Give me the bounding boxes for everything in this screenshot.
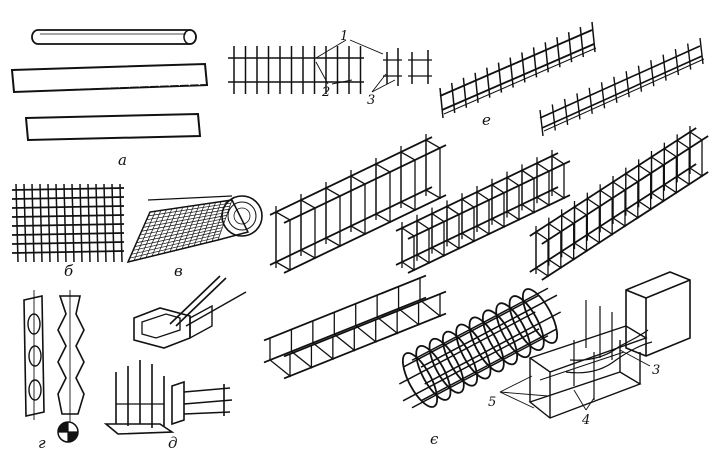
periodic-profile-bar-2 [24,112,202,142]
label-a: а [118,151,127,169]
label-v: в [174,262,183,280]
panel-ye-cylindrical-cage: є [398,287,562,448]
panel-v-rolled-mesh: в [126,195,263,280]
panel-a-rebars: а [10,29,209,169]
periodic-profile-bar-1 [10,62,209,94]
open-cage-tray [263,274,447,380]
label-d: д [168,434,178,452]
label-b: б [64,262,74,280]
panel-b-flat-mesh: б [11,183,125,280]
panel-d-embedded-parts: д [103,275,247,452]
smooth-bar [31,29,197,45]
label-e: е [482,111,491,129]
flat-welded-frame: 1 2 3 [228,29,432,108]
callout-4: 4 [581,413,590,428]
callout-3: 3 [367,93,375,108]
spatial-cage-1 [269,134,447,274]
callout-2: 2 [321,85,330,100]
callout-3b: 3 [652,363,660,378]
spatial-cage-2 [395,150,571,274]
callout-5: 5 [488,395,496,410]
panel-e-ladder-frames: е [439,21,705,137]
panel-g-strip-profiles: г [23,290,85,452]
label-ye: є [430,430,439,448]
spatial-cage-3 [529,126,709,281]
label-g: г [38,434,46,452]
callout-1: 1 [340,29,348,44]
column-base-cage: 5 4 3 [488,271,691,428]
